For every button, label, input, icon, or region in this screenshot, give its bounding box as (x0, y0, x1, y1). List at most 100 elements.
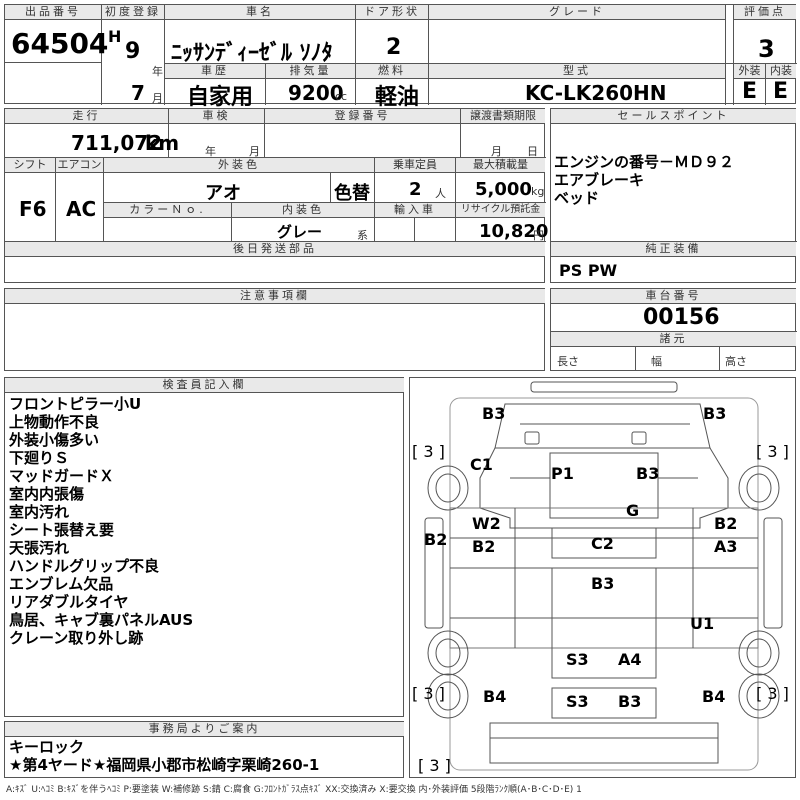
mark-b4r: B4 (702, 687, 726, 706)
inspector-label: 検査員記入欄 (5, 378, 404, 393)
sales-point-item: エアブレーキ (554, 171, 645, 189)
history-label: 車歴 (165, 64, 265, 79)
tire-score-rl: [ 3 ] (412, 684, 445, 703)
grade-label: グレード (429, 5, 725, 20)
inspector-note: 室内汚れ (9, 503, 70, 521)
mileage-value: 711,072 (71, 131, 163, 155)
kei-unit: 系 (357, 229, 368, 242)
model-label: 型式 (429, 64, 725, 79)
length-label: 長さ (557, 355, 579, 368)
capacity-label: 乗車定員 (375, 158, 455, 173)
mark-b4l: B4 (483, 687, 507, 706)
ext-color-value: アオ (205, 183, 241, 204)
door-label: ドア形状 (356, 5, 428, 20)
lot-label: 出品番号 (5, 5, 101, 20)
legend: A:ｷｽﾞ U:ﾍｺﾐ B:ｷｽﾞを伴うﾍｺﾐ P:要塗装 W:補修跡 S:錆 … (6, 785, 582, 795)
era-h: H (108, 27, 122, 46)
genuine-value: PS PW (559, 261, 618, 280)
chassis-block: 車台番号 00156 諸元 長さ 幅 高さ (550, 288, 797, 371)
inspector-note: 室内内張傷 (9, 485, 85, 503)
mark-c1: C1 (470, 455, 493, 474)
sales-point-item: ベッド (554, 189, 600, 207)
mileage-label: 走行 (5, 109, 168, 124)
km-unit: km (145, 131, 180, 155)
displacement-value: 9200 (288, 81, 344, 105)
max-load-value: 5,000 (475, 179, 532, 200)
model-value: KC-LK260HN (525, 81, 667, 105)
displacement-label: 排気量 (266, 64, 355, 79)
people-unit: 人 (435, 187, 446, 200)
inspector-note: シート張替え要 (9, 521, 115, 539)
vehicle-diagram: B3 B3 C1 P1 B3 G W2 B2 B2 C2 B2 A3 B3 U1… (409, 377, 796, 778)
inspector-note: 鳥居、キャブ裏パネルAUS (9, 611, 194, 629)
mark-u1: U1 (690, 614, 715, 633)
inspector-list: フロントピラー小U 上物動作不良 外装小傷多い 下廻りＳ マッドガードＸ 室内内… (9, 395, 193, 647)
inspector-note: ハンドルグリップ不良 (9, 557, 160, 575)
mark-g: G (626, 501, 640, 520)
tire-score-rr: [ 3 ] (756, 684, 789, 703)
inspection-month: 月 (249, 145, 260, 158)
office-list: キーロック ★第4ヤード★福岡県小郡市松崎字栗崎260-1 (9, 738, 319, 774)
later-parts-label: 後日発送部品 (5, 242, 545, 257)
month-unit: 月 (152, 92, 163, 105)
inspector-note: 外装小傷多い (9, 431, 100, 449)
mark-b2r: B2 (714, 514, 738, 533)
cc-unit: cc (335, 90, 348, 103)
office-note: キーロック (9, 738, 85, 756)
office-note: ★第4ヤード★福岡県小郡市松崎字栗崎260-1 (9, 756, 320, 774)
import-label: 輸入車 (375, 203, 455, 218)
mark-a4: A4 (618, 650, 642, 669)
shift-value: F6 (19, 197, 47, 221)
inspector-note: クレーン取り外し跡 (9, 629, 144, 647)
kg-unit: kg (531, 185, 545, 198)
mark-b3b: B3 (618, 692, 642, 711)
width-label: 幅 (651, 355, 662, 368)
tire-score-spare: [ 3 ] (418, 756, 451, 775)
tire-score-fr: [ 3 ] (756, 442, 789, 461)
transfer-month: 月 (491, 145, 502, 158)
office-label: 事務局よりご案内 (5, 722, 404, 737)
mark-w2: W2 (472, 514, 501, 533)
inspector-note: エンブレム欠品 (9, 575, 114, 593)
reg-year: 9 (125, 39, 141, 64)
notes-block: 注意事項欄 (4, 288, 545, 371)
inspector-note: 天張汚れ (9, 539, 70, 557)
height-label: 高さ (725, 355, 747, 368)
genuine-label: 純正装備 (551, 242, 796, 257)
int-color-label: 内装色 (232, 203, 374, 218)
inspection-label: 車検 (169, 109, 264, 124)
inspector-note: 下廻りＳ (9, 449, 70, 467)
capacity-value: 2 (409, 179, 422, 200)
recycle-label: リサイクル預託金 (456, 203, 545, 218)
doors: 2 (386, 35, 402, 60)
exterior-label: 外装 (734, 64, 765, 79)
mark-b3m: B3 (591, 574, 615, 593)
header-block: 出品番号 初度登録 車名 ドア形状 グレード 評価点 64504 H 9 年 ﾆ… (4, 4, 797, 110)
sales-point-label: セールスポイント (551, 109, 796, 124)
inspector-note: 上物動作不良 (9, 413, 100, 431)
mark-b2a: B2 (472, 537, 496, 556)
truck-outline (424, 381, 783, 771)
color-no-label: カラーＮｏ. (104, 203, 231, 218)
sales-point-block: セールスポイント エンジンの番号－ＭＤ９２ エアブレーキ ベッド 純正装備 PS… (550, 108, 797, 283)
inspection-year: 年 (205, 145, 216, 158)
inspector-note: フロントピラー小U (9, 395, 142, 413)
mark-s3b: S3 (566, 692, 589, 711)
shift-label: シフト (5, 158, 55, 173)
int-color-value: グレー (277, 223, 323, 241)
transfer-label: 譲渡書類期限 (461, 109, 545, 124)
mark-s3a: S3 (566, 650, 589, 669)
lot-number: 64504 (11, 27, 109, 60)
yen-unit: 円 (533, 229, 544, 242)
mark-b3c: B3 (636, 464, 660, 483)
mark-c2: C2 (591, 534, 614, 553)
score-label: 評価点 (734, 5, 796, 20)
tire-score-fl: [ 3 ] (412, 442, 445, 461)
reg-month: 7 (131, 81, 145, 105)
recycle-value: 10,820 (479, 221, 549, 242)
mark-a3: A3 (714, 537, 738, 556)
chassis-label: 車台番号 (551, 289, 796, 304)
transfer-day: 日 (527, 145, 538, 158)
mark-b2l: B2 (424, 530, 448, 549)
sales-point-list: エンジンの番号－ＭＤ９２ エアブレーキ ベッド (554, 153, 734, 207)
